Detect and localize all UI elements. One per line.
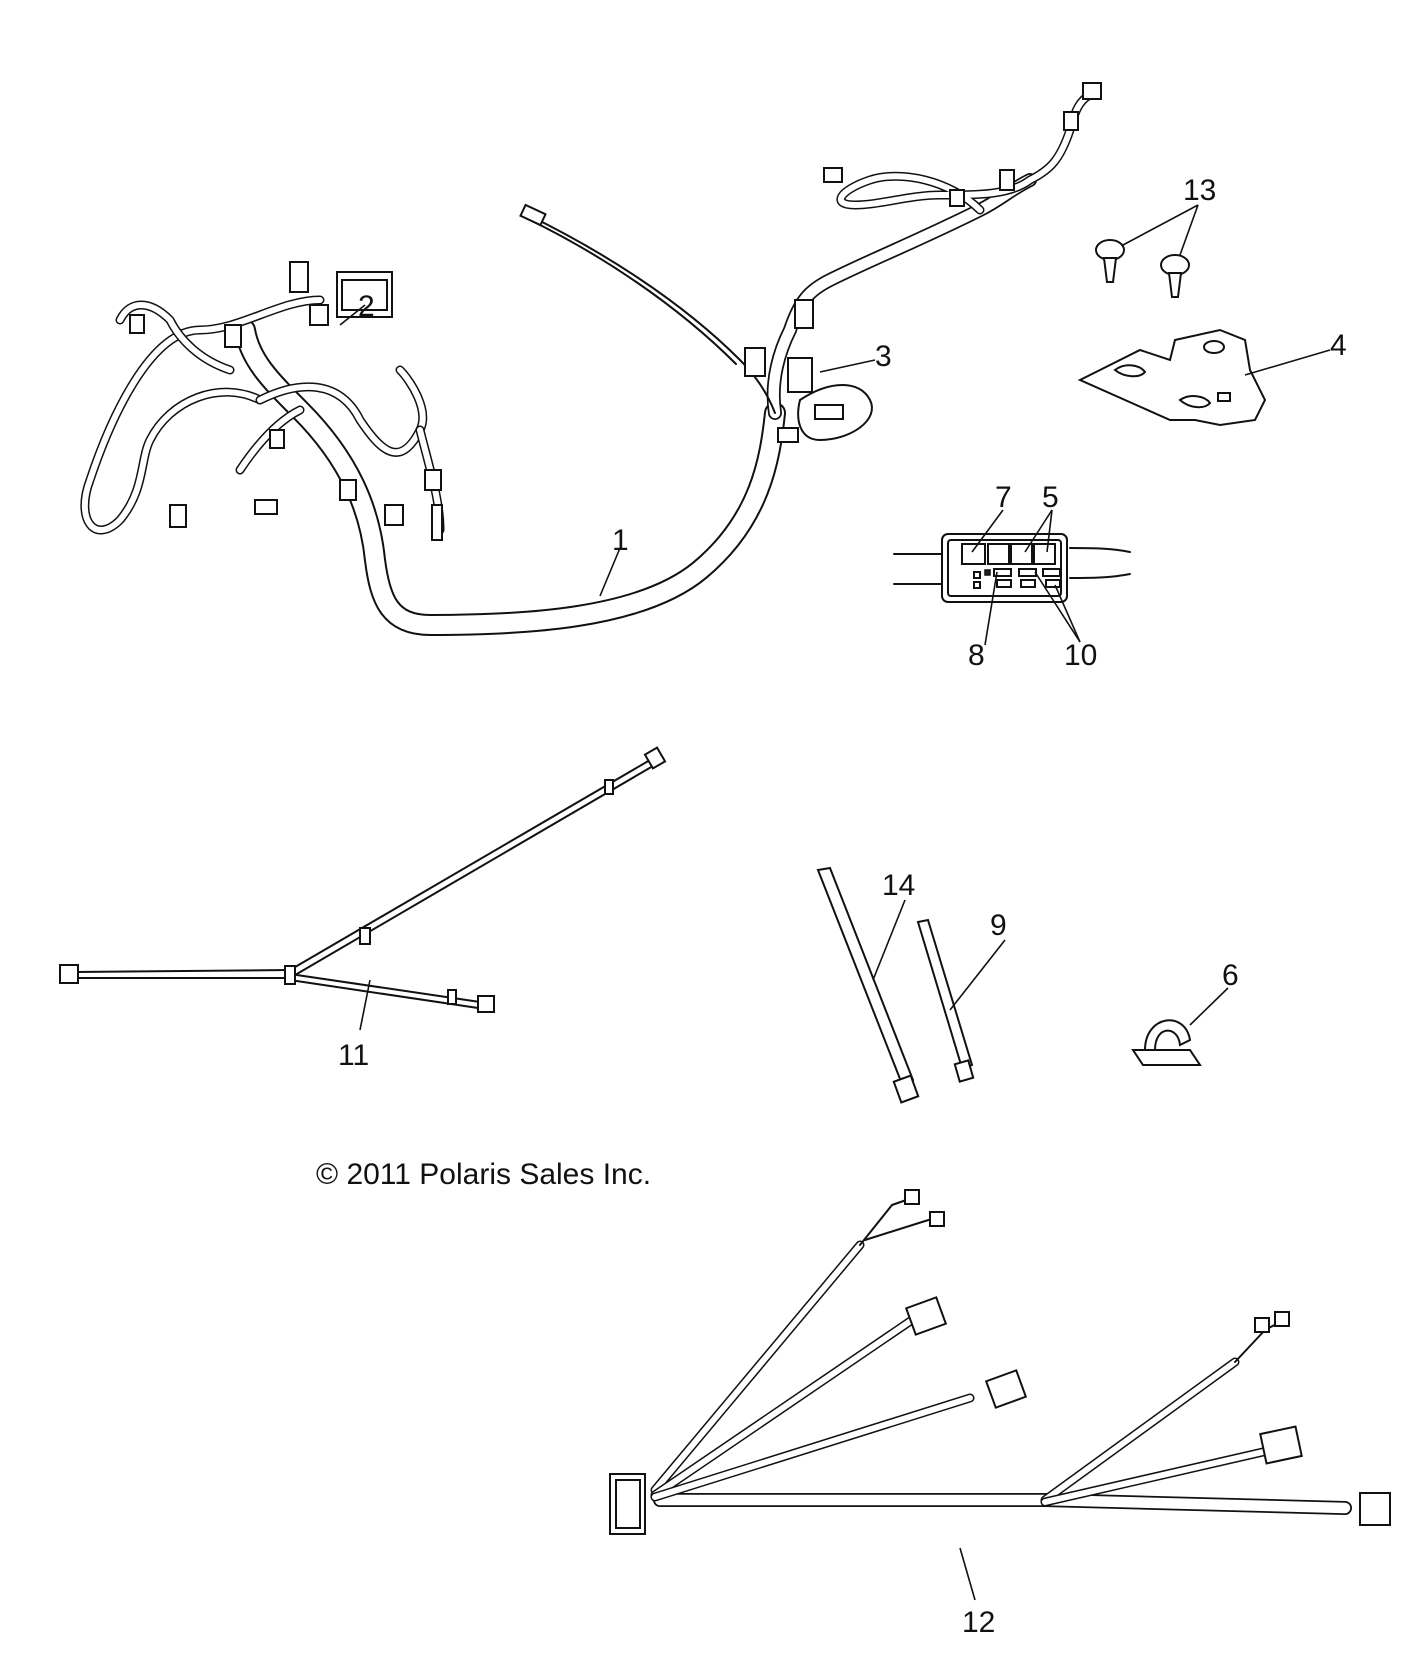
callout-9[interactable]: 9 — [990, 909, 1007, 942]
y-harness[interactable] — [59, 746, 667, 1013]
leader-lines — [339, 204, 1331, 1601]
multi-branch-harness[interactable] — [609, 1189, 1391, 1535]
relay — [961, 543, 986, 565]
callout-3[interactable]: 3 — [875, 340, 892, 373]
connector — [289, 261, 309, 293]
callout-1[interactable]: 1 — [612, 524, 629, 557]
callout-2[interactable]: 2 — [358, 290, 375, 323]
callout-13[interactable]: 13 — [1183, 174, 1216, 207]
cable-clamp[interactable] — [1131, 1019, 1202, 1066]
callout-10[interactable]: 10 — [1064, 639, 1097, 672]
callout-11[interactable]: 11 — [338, 1039, 369, 1072]
push-rivets[interactable] — [1095, 239, 1190, 298]
callout-5[interactable]: 5 — [1042, 481, 1059, 514]
main-harness[interactable] — [80, 82, 1102, 636]
cable-tie-long[interactable] — [816, 866, 920, 1104]
fuse-box[interactable] — [893, 533, 1131, 603]
callout-12[interactable]: 12 — [962, 1606, 995, 1639]
copyright-notice: © 2011 Polaris Sales Inc. — [316, 1158, 652, 1191]
cable-tie-short[interactable] — [916, 918, 975, 1083]
mounting-bracket[interactable] — [1077, 328, 1267, 427]
callout-6[interactable]: 6 — [1222, 959, 1239, 992]
callout-14[interactable]: 14 — [882, 869, 915, 902]
relay — [1033, 543, 1056, 565]
callout-7[interactable]: 7 — [995, 481, 1012, 514]
relay — [987, 543, 1010, 565]
callout-8[interactable]: 8 — [968, 639, 985, 672]
callouts: 1 2 3 4 5 6 7 8 9 10 11 12 13 14 — [338, 174, 1347, 1639]
callout-4[interactable]: 4 — [1330, 329, 1347, 362]
